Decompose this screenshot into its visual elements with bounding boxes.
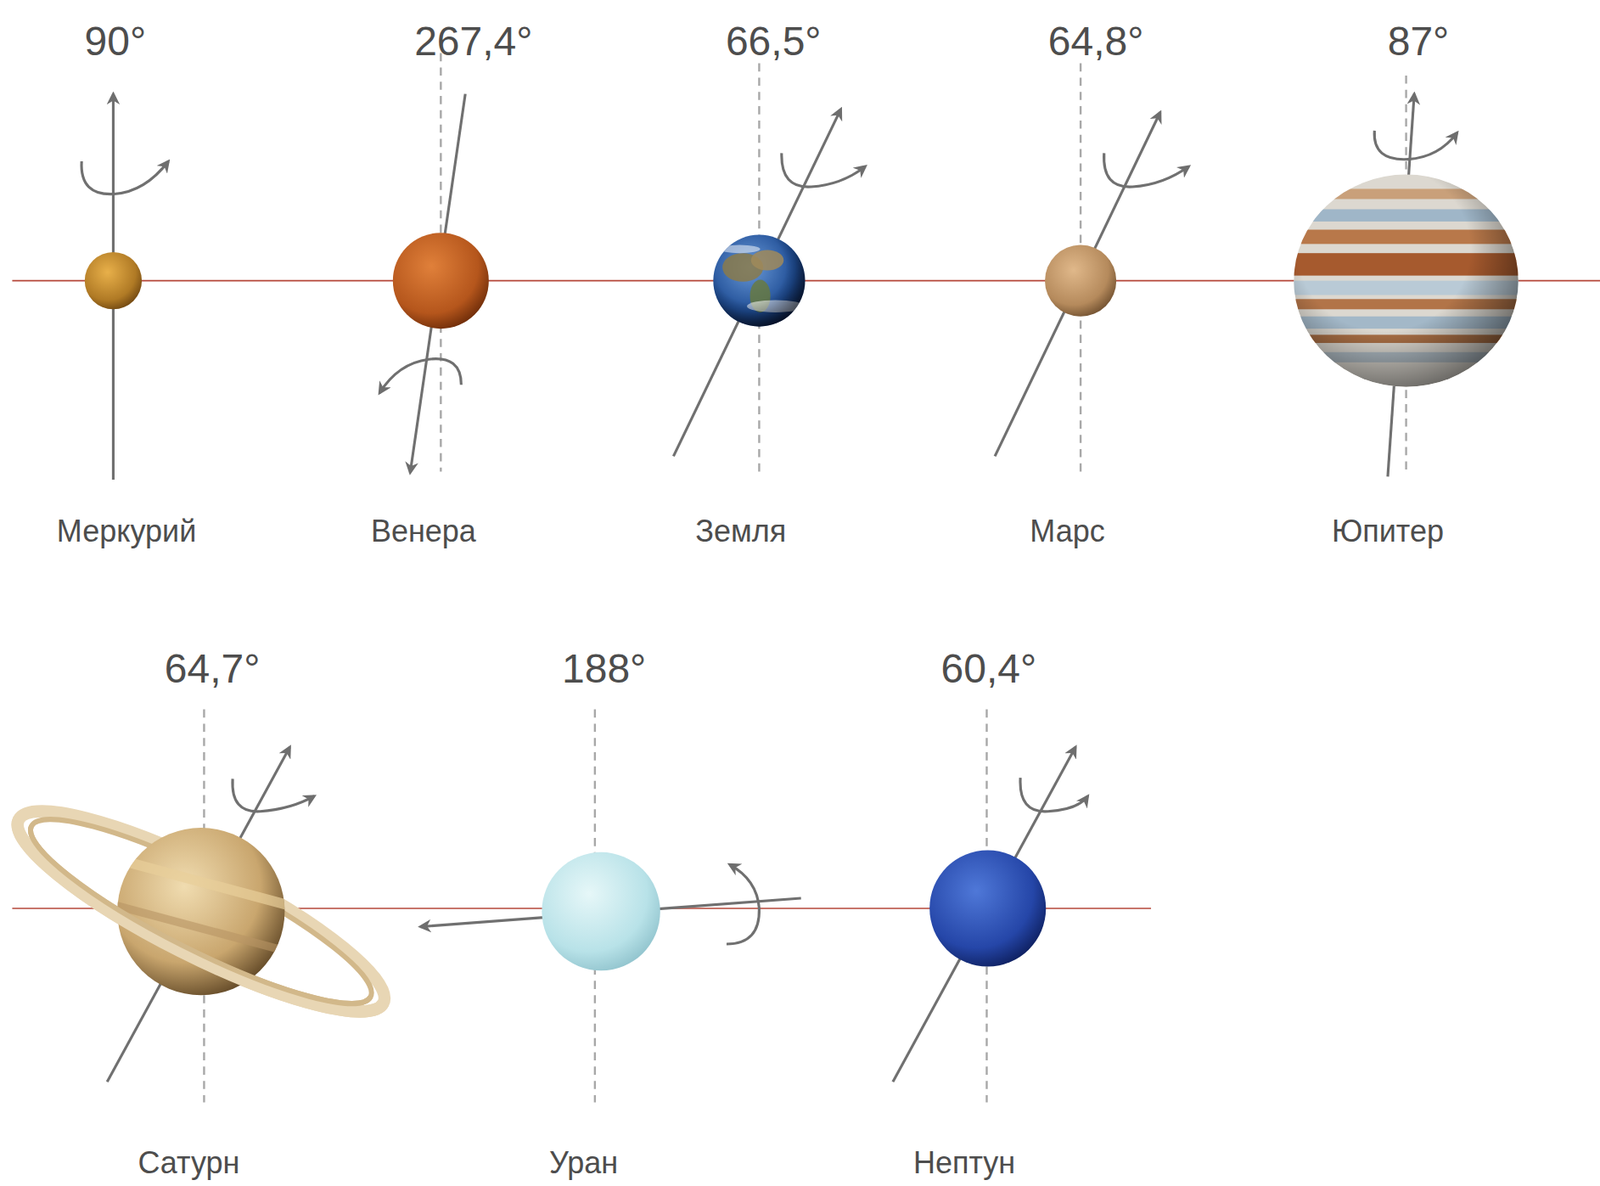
earth-disc (712, 235, 805, 327)
tilt-angle: 60,4° (941, 645, 1038, 692)
tilt-angle: 87° (1387, 17, 1450, 65)
rotation-axis (106, 746, 290, 1082)
tilt-angle: 66,5° (725, 17, 822, 65)
saturn-ring-front (0, 811, 404, 1044)
neptune-planet (929, 849, 1046, 966)
tilt-angle: 64,8° (1048, 17, 1145, 65)
jupiter-planet (1285, 174, 1532, 388)
saturn-band (121, 855, 302, 914)
planet-name: Нептун (913, 1145, 1016, 1181)
rotation-arrow (1374, 130, 1458, 160)
saturn-ring (0, 779, 404, 1044)
rotation-arrow (726, 864, 760, 944)
planet-name: Уран (549, 1145, 618, 1181)
earth-planet (712, 235, 805, 327)
mars-planet (1044, 245, 1117, 317)
rotation-arrow (81, 161, 169, 195)
rotation-axis (994, 112, 1161, 456)
rotation-arrow (232, 778, 315, 812)
tilt-angle: 267,4° (414, 17, 533, 65)
tilt-angle: 64,7° (164, 645, 261, 692)
planet-name: Меркурий (56, 513, 197, 550)
earth-shade (712, 235, 805, 327)
venus-planet (392, 232, 489, 329)
rotation-arrow (379, 359, 461, 393)
planet-name: Юпитер (1331, 513, 1444, 550)
rotation-arrow (1020, 777, 1088, 812)
saturn-ring (14, 791, 389, 1032)
planet-name: Венера (370, 513, 477, 550)
rotation-axis (892, 746, 1076, 1082)
jupiter-disc (1293, 174, 1518, 388)
planet-name: Сатурн (137, 1145, 240, 1181)
rotation-arrow (781, 152, 866, 187)
tilt-angle: 188° (561, 645, 646, 692)
uranus-planet (541, 852, 660, 971)
planet-name: Земля (695, 513, 786, 550)
saturn-planet (0, 779, 404, 1044)
mercury-planet (84, 252, 142, 309)
planet-name: Марс (1029, 513, 1105, 550)
rotation-axis (673, 109, 841, 457)
saturn-ring-front (14, 811, 389, 1031)
jupiter-shade (1293, 174, 1518, 388)
tilt-angle: 90° (84, 17, 147, 65)
rotation-arrow (1104, 152, 1190, 187)
